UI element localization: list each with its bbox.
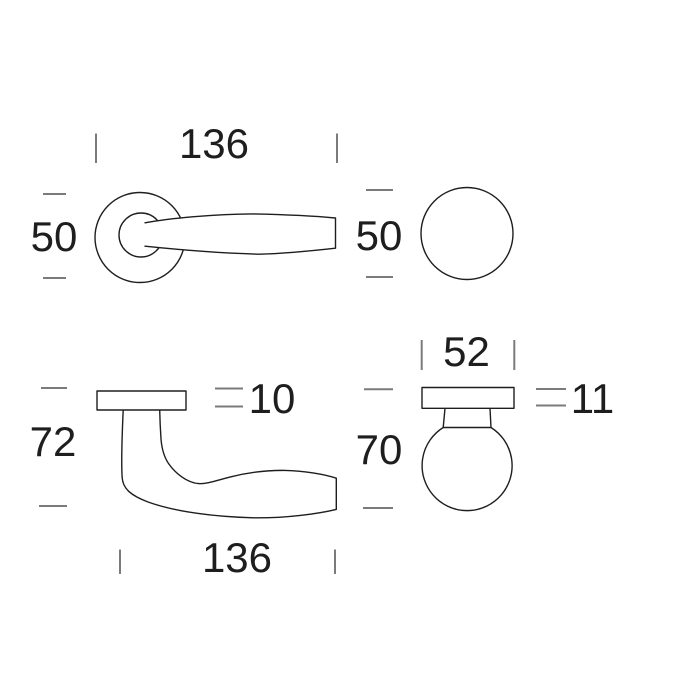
handle-front-lever-outline xyxy=(144,213,337,255)
knob-front-ball-circle xyxy=(420,186,514,281)
figure-handle-side: 72 10 136 xyxy=(30,375,337,581)
dim-label-knob-front-diameter: 50 xyxy=(356,212,403,259)
dim-label-handle-side-rose-thickness: 10 xyxy=(249,375,296,422)
knob-side-neck-fill xyxy=(443,408,491,428)
knob-side-ball-arc xyxy=(421,426,513,512)
knob-side-rose-plate xyxy=(421,386,515,409)
dim-label-handle-side-length: 136 xyxy=(202,534,272,581)
dim-label-knob-side-rose-thickness: 11 xyxy=(571,375,615,422)
handle-side-lever-fill xyxy=(121,410,337,518)
dim-label-handle-front-width: 136 xyxy=(179,120,249,167)
handle-side-rose-plate xyxy=(96,390,187,411)
handle-front-lever-fill xyxy=(145,213,336,255)
dim-label-handle-front-height: 50 xyxy=(31,213,78,260)
handle-side-lever-outline xyxy=(121,409,337,519)
knob-side-neck-outline xyxy=(442,407,492,429)
dim-label-knob-side-projection: 70 xyxy=(356,426,403,473)
dim-label-handle-side-height: 72 xyxy=(30,418,77,465)
figure-knob-side: 52 11 70 xyxy=(356,328,615,512)
dim-label-knob-side-rose-diameter: 52 xyxy=(443,328,490,375)
figure-handle-front: 136 50 xyxy=(31,120,338,284)
figure-knob-front: 50 xyxy=(356,186,514,281)
